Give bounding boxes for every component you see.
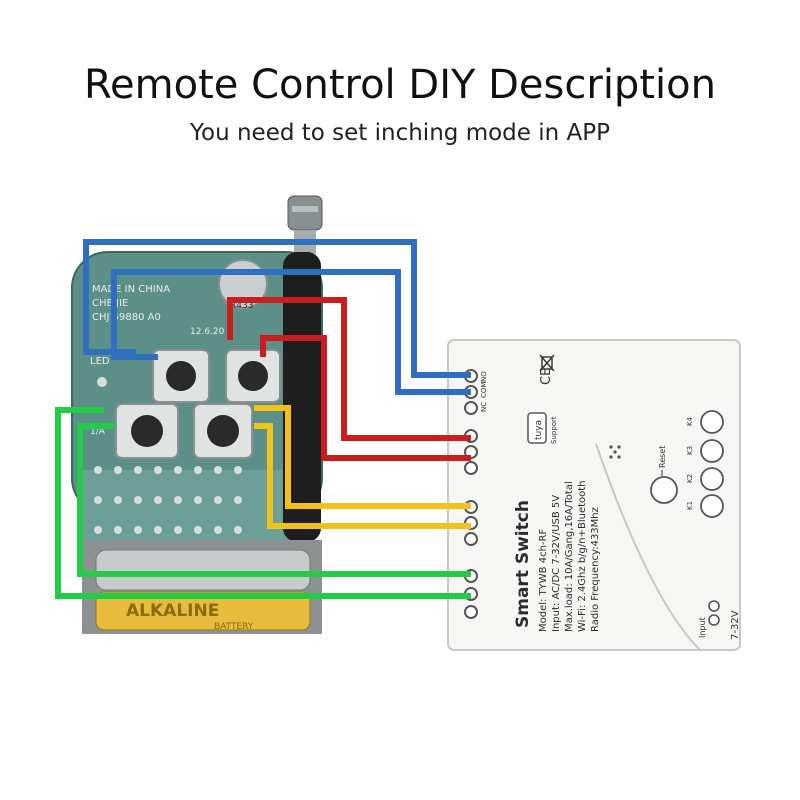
input-voltage: 7-32V (730, 610, 741, 640)
input-terminal-2 (708, 614, 720, 626)
relay-k1-indicator (700, 494, 724, 518)
wire-yellow-upper (254, 405, 471, 509)
module-spec-model: Model: TYWB 4ch-RF (538, 529, 549, 632)
remote-control: R433 MADE IN CHINA CHE JIE CHJ 59880 A0 … (71, 195, 323, 634)
wire-green-lower (77, 423, 471, 577)
pcb-text-1: MADE IN CHINA (92, 284, 170, 295)
relay-label-k2: K2 (686, 474, 694, 483)
relay-k4-indicator (700, 410, 724, 434)
wires (55, 239, 471, 599)
battery (95, 591, 311, 631)
input-terminal-1 (708, 600, 720, 612)
pcb-text-2: CHE JIE (92, 298, 128, 309)
terminal-labels: NC COM NO (480, 371, 488, 412)
button-label-a: 1/A (90, 427, 106, 437)
remote-button-bottom-right[interactable] (193, 403, 253, 459)
wire-blue-outer (83, 239, 471, 378)
wire-red-outer (227, 297, 471, 441)
relay-k2-indicator (700, 467, 724, 491)
module-spec-input: Input: AC/DC 7-32V/USB 5V (551, 495, 562, 632)
module-title: Smart Switch (513, 500, 533, 628)
wire-green-upper (55, 407, 471, 599)
page-subtitle: You need to set inching mode in APP (190, 120, 610, 146)
antenna-tip-band (292, 206, 318, 212)
terminal-label-com: COM (480, 382, 488, 398)
pcb-pads (94, 466, 242, 534)
battery-sub: BATTERY (214, 622, 254, 632)
relay-k3-indicator (700, 439, 724, 463)
relay-label-k4: K4 (686, 416, 694, 426)
wire-red-inner (260, 335, 471, 461)
reset-label: Reset (658, 446, 667, 468)
antenna-coil (283, 252, 321, 542)
tuya-brand: tuya (534, 420, 544, 440)
tuya-badge (527, 412, 547, 444)
tuya-support: Support (550, 416, 558, 444)
weee-icon (539, 354, 555, 372)
terminal-label-no: NO (480, 371, 488, 382)
relay-label-k3: K3 (686, 446, 694, 455)
relay-label-k1: K1 (686, 501, 694, 510)
remote-button-top-left[interactable] (152, 349, 210, 403)
reset-button[interactable] (650, 476, 678, 504)
module-spec-load: Max.load: 10A/Gang,16A/Total (564, 481, 575, 632)
microphone-dots (609, 445, 621, 459)
module-spec-rf: Radio Frequency:433Mhz (590, 507, 601, 632)
battery-silver (95, 549, 311, 591)
battery-label: ALKALINE (126, 601, 219, 621)
module-body (447, 339, 741, 651)
crystal-label: R433 (230, 301, 253, 311)
smart-switch-module: NC COM NO Smart Switch Model: TYWB 4ch-R… (447, 339, 741, 651)
wire-yellow-lower (254, 423, 471, 529)
remote-button-bottom-left[interactable] (115, 403, 179, 459)
module-curve (595, 443, 701, 651)
antenna-tip (287, 195, 323, 231)
module-spec-wifi: Wi-Fi: 2.4Ghz b/g/n+Bluetooth (577, 480, 588, 632)
remote-button-top-right[interactable] (225, 349, 281, 403)
page-title: Remote Control DIY Description (84, 62, 716, 108)
pcb-code: 12.6.20 (190, 327, 225, 337)
led-indicator (97, 377, 107, 387)
input-label: Input (698, 617, 707, 638)
led-label: LED (90, 356, 110, 367)
wire-blue-inner (111, 269, 471, 395)
pcb-text-3: CHJ 59880 A0 (92, 312, 161, 323)
ce-mark: CE (539, 368, 554, 385)
terminal-label-nc: NC (480, 402, 488, 412)
